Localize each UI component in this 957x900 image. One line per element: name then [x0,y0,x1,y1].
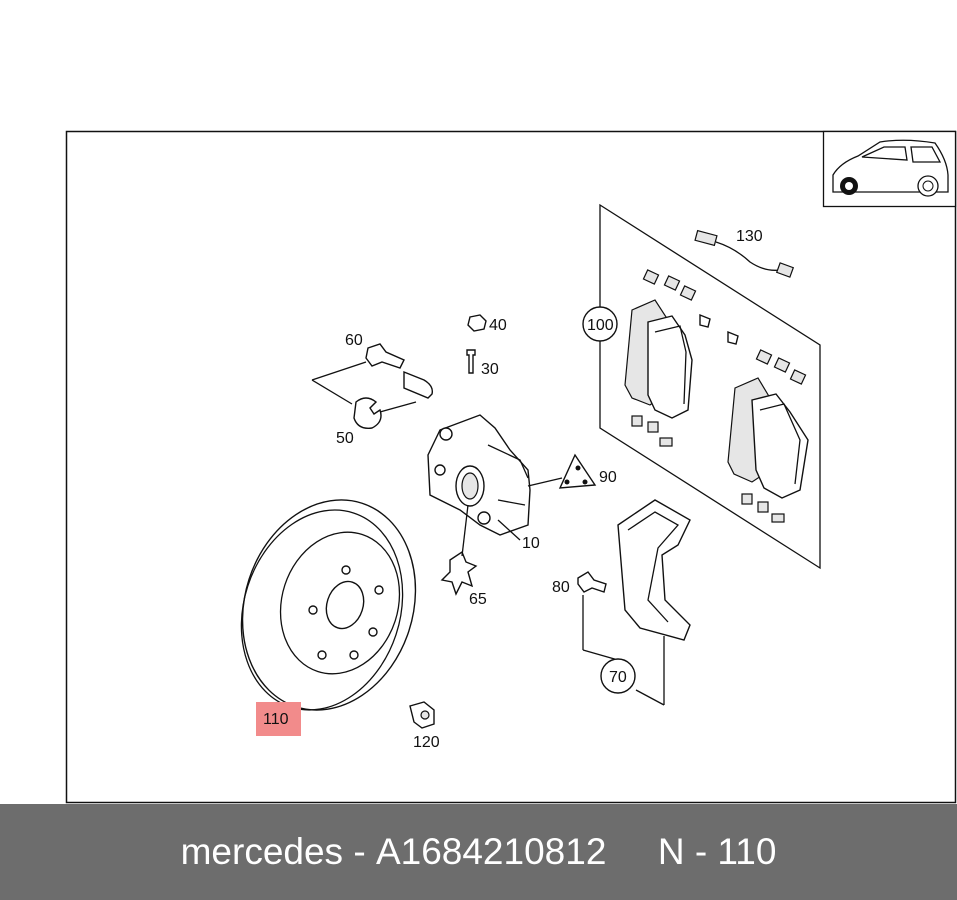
callout-65: 65 [469,591,487,608]
caliper-holder [577,499,691,706]
retaining-spring [440,504,478,596]
brake-caliper [427,414,531,541]
callout-100: 100 [587,317,614,334]
part-caption-bar: mercedes - A1684210812 N - 110 [0,804,957,900]
callout-70: 70 [609,669,627,686]
part-number: A1684210812 [375,831,607,872]
callout-30: 30 [481,361,499,378]
guide-bolts [311,343,434,429]
callout-110: 110 [263,711,289,728]
position-label: N - 110 [657,831,777,872]
brake-pad-set-left [624,269,739,447]
highlight-110 [256,702,301,736]
brand-name: mercedes [180,831,344,872]
callout-80: 80 [552,579,570,596]
callout-50: 50 [336,430,354,447]
diagram-frame [65,130,957,804]
wear-sensor [694,229,795,278]
bleed-screw [466,314,487,374]
callout-circle-70 [600,658,636,694]
callout-circle-100 [582,306,618,342]
parts-diagram: 130 100 40 60 30 50 90 10 80 65 70 110 1… [65,130,957,804]
callout-130: 130 [736,228,763,245]
callout-60: 60 [345,332,363,349]
caption-separator: - [343,831,376,872]
callout-40: 40 [489,317,507,334]
callout-10: 10 [522,535,540,552]
brake-disc [240,499,417,711]
damper-plate [527,453,597,489]
callout-90: 90 [599,469,617,486]
callout-120: 120 [413,734,440,751]
caption-gap [606,831,657,873]
disc-screw [409,701,435,729]
car-silhouette-icon [822,130,957,208]
brake-pad-set-right [727,349,809,523]
pad-kit-group [586,203,821,570]
